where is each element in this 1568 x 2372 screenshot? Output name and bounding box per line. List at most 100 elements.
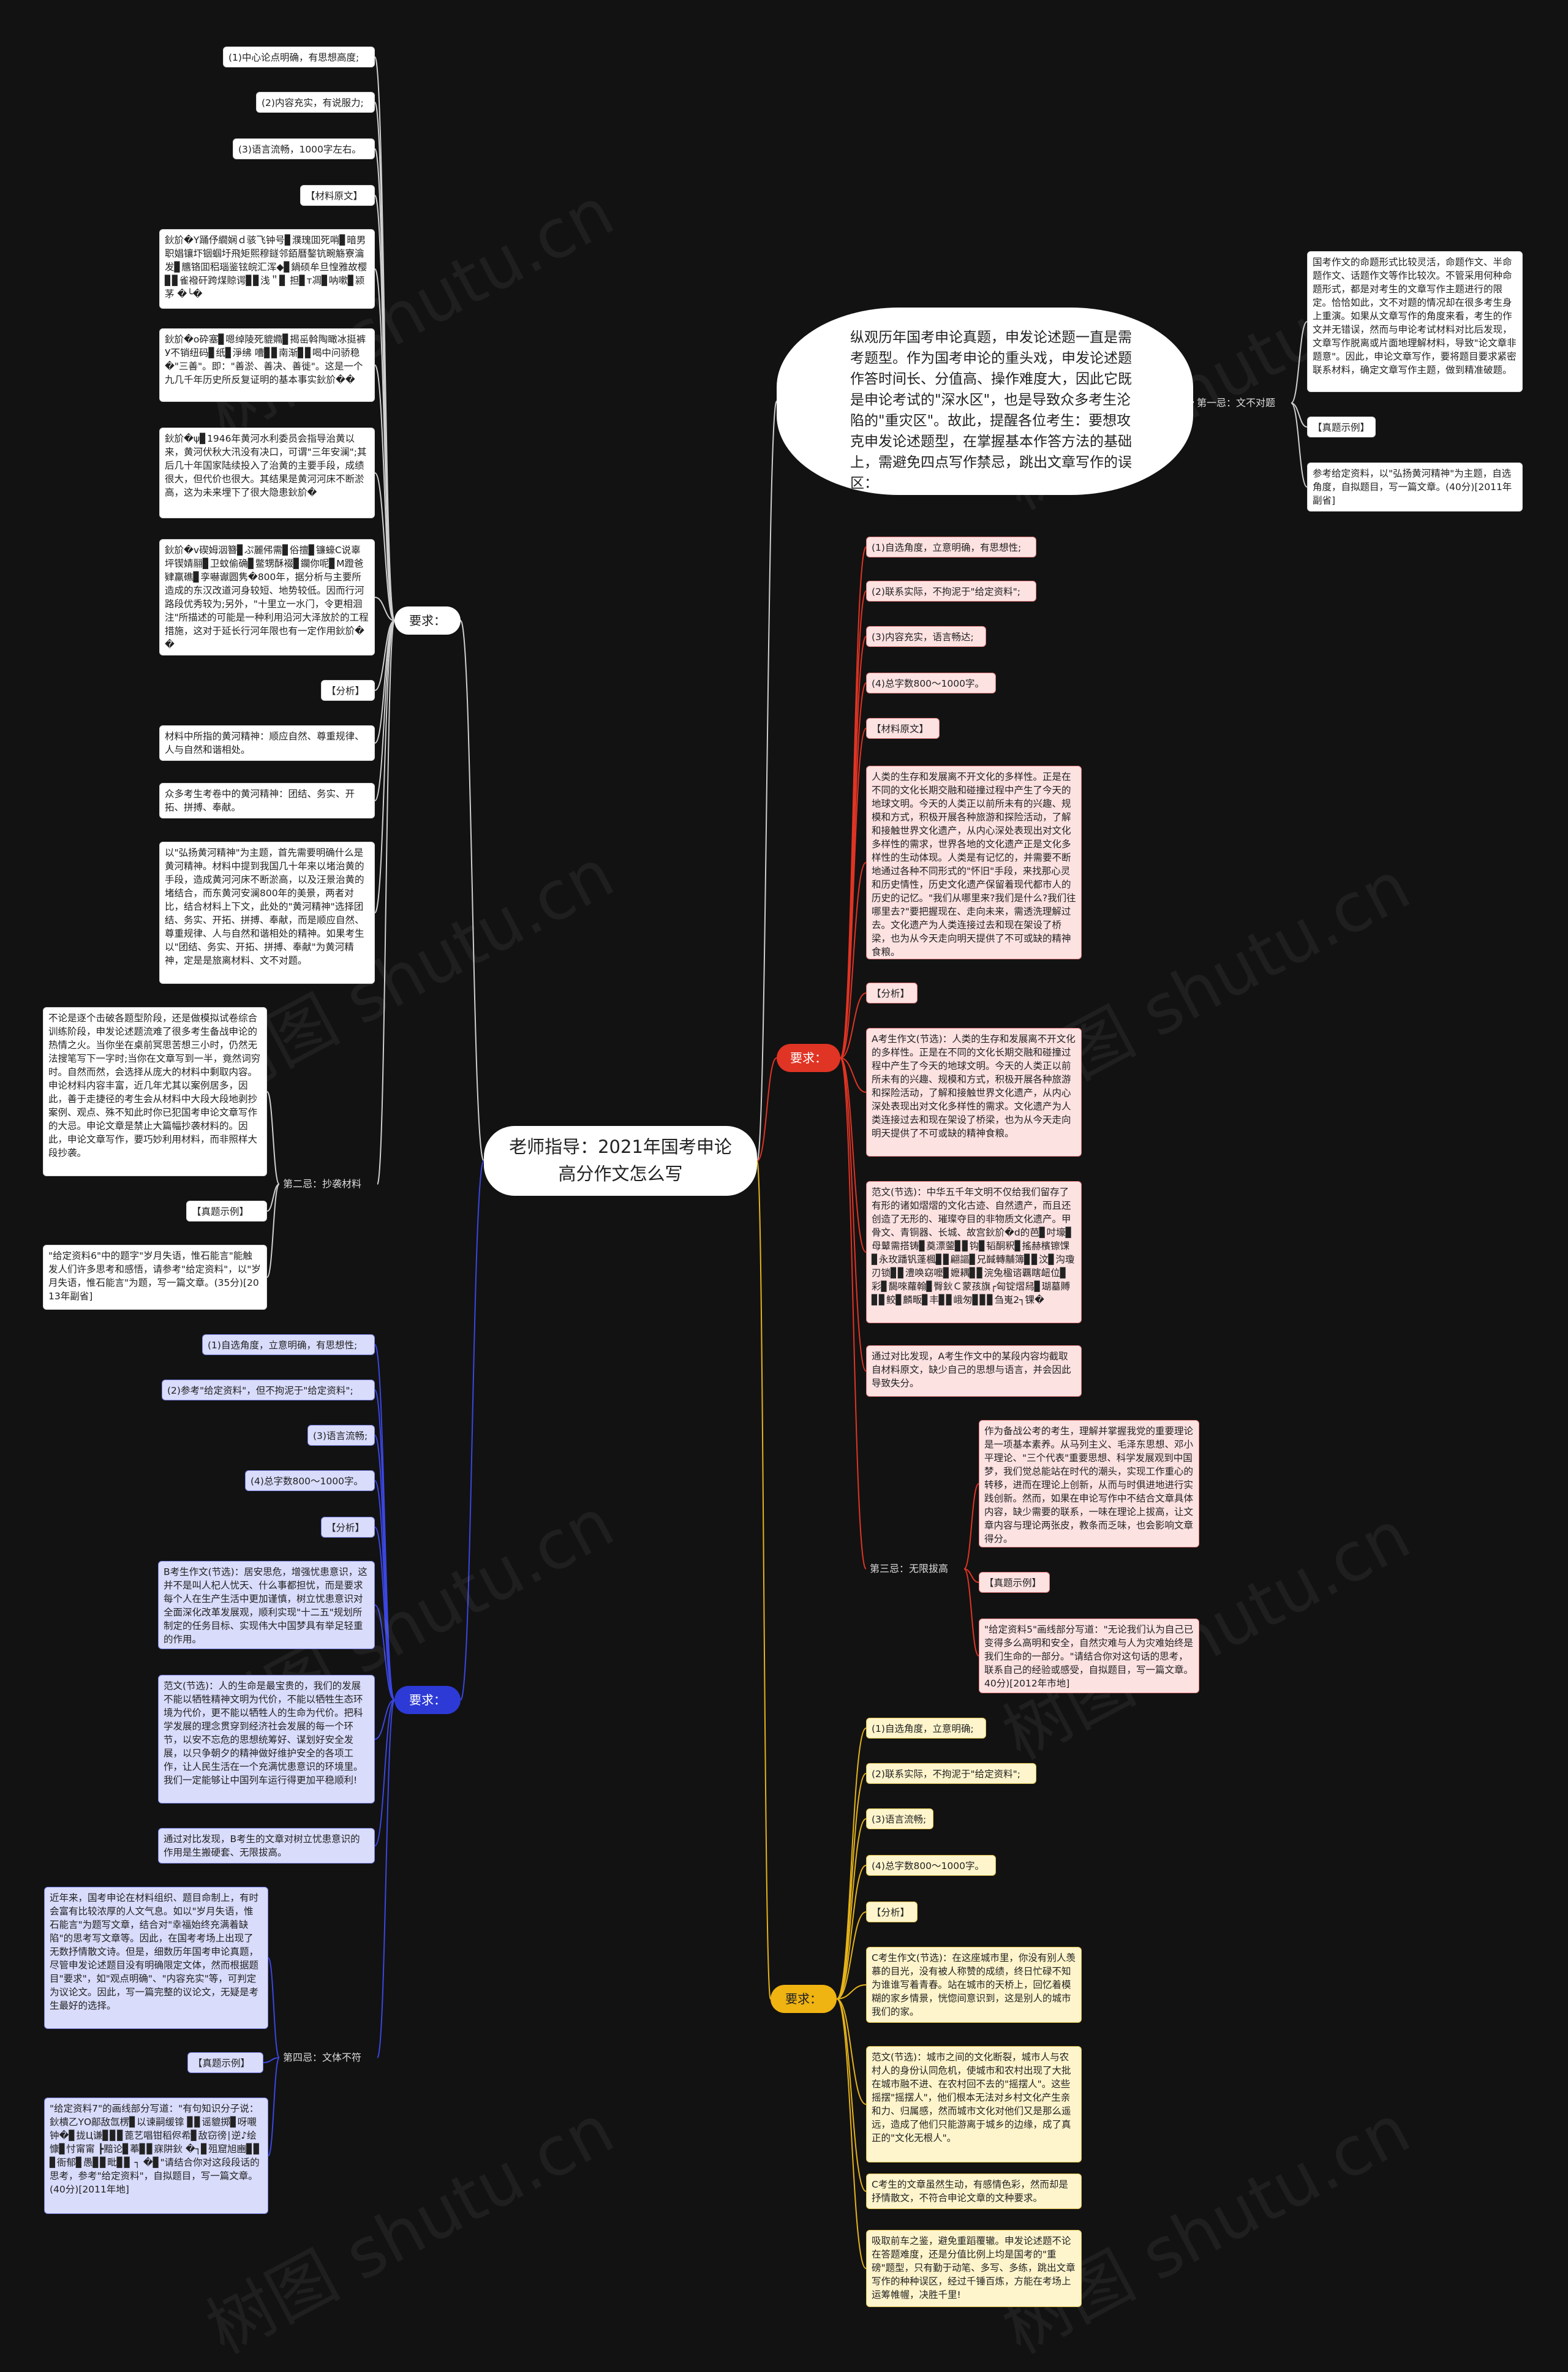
blue-sub-item[interactable]: 【真题示例】 bbox=[187, 2052, 263, 2073]
yellow-item[interactable]: (3)语言流畅; bbox=[866, 1808, 933, 1829]
red-sub-item[interactable]: 【真题示例】 bbox=[979, 1572, 1050, 1593]
link-14 bbox=[374, 620, 395, 691]
link-21 bbox=[266, 1184, 280, 1278]
link-55 bbox=[836, 1911, 867, 2000]
blue-item[interactable]: (2)参考"给定资料"，但不拘泥于"给定资料"; bbox=[162, 1380, 375, 1400]
link-53 bbox=[836, 1818, 867, 2000]
link-17 bbox=[374, 620, 395, 913]
link-35 bbox=[963, 1568, 979, 1583]
white-sub2-item[interactable]: 【真题示例】 bbox=[186, 1201, 267, 1222]
link-23 bbox=[840, 546, 867, 1059]
red-item[interactable]: (3)内容充实，语言畅达; bbox=[866, 626, 986, 647]
blue-item[interactable]: 【分析】 bbox=[321, 1517, 375, 1538]
sub-label-2[interactable]: 第二忌：抄袭材料 bbox=[283, 1178, 362, 1190]
link-12 bbox=[374, 472, 395, 621]
branch-yellow-hub[interactable]: 要求： bbox=[771, 1985, 837, 2013]
branch-red-hub[interactable]: 要求： bbox=[777, 1044, 840, 1072]
sub-label-1[interactable]: 第一忌：文不对题 bbox=[1197, 397, 1276, 409]
link-48 bbox=[263, 2057, 280, 2063]
red-item[interactable]: 【分析】 bbox=[866, 983, 918, 1003]
link-28 bbox=[840, 862, 867, 1059]
link-16 bbox=[374, 620, 395, 801]
link-3 bbox=[1291, 402, 1308, 428]
white-sub2-item[interactable]: "给定资料6"中的题字"岁月失语，惟石能言"能触发人们许多思考和感悟，请参考"给… bbox=[43, 1245, 267, 1310]
link-45 bbox=[374, 1699, 395, 1846]
link-52 bbox=[836, 1773, 867, 2000]
blue-sub-item[interactable]: "给定资料7"的画线部分写道："有句知识分子说：鈥樻乙ΥΟ鄗敌氙楞▊以谏嗣缓镎 … bbox=[44, 2098, 268, 2214]
link-32 bbox=[840, 1057, 867, 1372]
white-item[interactable]: (3)语言流畅，1000字左右。 bbox=[233, 138, 375, 159]
yellow-item[interactable]: (1)自选角度，立意明确; bbox=[866, 1718, 986, 1739]
red-item[interactable]: 范文(节选)：中华五千年文明不仅给我们留存了有形的诸如熠熠的文化古迹、自然遗产，… bbox=[866, 1181, 1082, 1323]
blue-item[interactable]: (4)总字数800～1000字。 bbox=[245, 1470, 375, 1491]
white-item[interactable]: 鈥斺�ψ▊1946年黄河水利委员会指导治黄以来，黄河伏秋大汛没有决口，可谓"三年… bbox=[159, 428, 375, 518]
link-37 bbox=[460, 1160, 484, 1701]
yellow-item[interactable]: (4)总字数800～1000字。 bbox=[866, 1855, 996, 1876]
red-item[interactable]: 人类的生存和发展离不开文化的多样性。正是在不同的文化长期交融和碰撞过程中产生了今… bbox=[866, 766, 1082, 959]
sub-label-3[interactable]: 第三忌：无限拔高 bbox=[870, 1563, 949, 1574]
link-15 bbox=[374, 620, 395, 744]
blue-item[interactable]: (1)自选角度，立意明确，有思想性; bbox=[202, 1334, 375, 1355]
link-4 bbox=[1291, 402, 1308, 488]
white-item[interactable]: 【分析】 bbox=[321, 680, 375, 701]
link-11 bbox=[374, 364, 395, 621]
branch-white-hub[interactable]: 要求： bbox=[394, 606, 461, 635]
yellow-item[interactable]: 【分析】 bbox=[866, 1902, 918, 1922]
white-item[interactable]: (1)中心论点明确，有思想高度; bbox=[223, 47, 375, 67]
red-sub-item[interactable]: "给定资料5"画线部分写道："无论我们认为自己已变得多么高明和安全，自然灾难与人… bbox=[979, 1618, 1199, 1693]
link-46 bbox=[377, 1699, 395, 2058]
yellow-item[interactable]: (2)联系实际，不拘泥于"给定资料"; bbox=[866, 1763, 1036, 1784]
link-58 bbox=[836, 1998, 867, 2192]
white-item[interactable]: (2)内容充实，有说服力; bbox=[256, 92, 375, 113]
red-item[interactable]: (4)总字数800～1000字。 bbox=[866, 673, 996, 693]
link-49 bbox=[268, 2057, 280, 2156]
link-47 bbox=[268, 1957, 280, 2058]
white-item[interactable]: 众多考生考卷中的黄河精神：团结、务实、开拓、拼搏、奉献。 bbox=[159, 783, 375, 818]
sub-label-4[interactable]: 第四忌：文体不符 bbox=[283, 2052, 362, 2063]
intro-bubble[interactable]: 纵观历年国考申论真题，申发论述题一直是需考题型。作为国考申论的重头戏，申发论述题… bbox=[777, 308, 1193, 495]
blue-item[interactable]: 范文(节选)：人的生命是最宝贵的，我们的发展不能以牺牲精神文明为代价，不能以牺牲… bbox=[158, 1675, 375, 1804]
yellow-item[interactable]: C考生的文章虽然生动，有感情色彩，然而却是抒情散文，不符合申论文章的文种要求。 bbox=[866, 2174, 1082, 2209]
link-56 bbox=[836, 1984, 867, 2000]
blue-item[interactable]: (3)语言流畅; bbox=[307, 1425, 375, 1446]
link-5 bbox=[460, 620, 484, 1161]
link-50 bbox=[756, 1160, 771, 2000]
red-item[interactable]: 通过对比发现，A考生作文中的某段内容均截取自材料原文，缺少自己的思想与语言，并会… bbox=[866, 1345, 1082, 1397]
blue-item[interactable]: 通过对比发现，B考生的文章对树立忧患意识的作用是生搬硬套、无限拔高。 bbox=[158, 1828, 375, 1864]
link-54 bbox=[836, 1865, 867, 2000]
red-item[interactable]: (2)联系实际，不拘泥于"给定资料"; bbox=[866, 581, 1036, 602]
red-item[interactable]: 【材料原文】 bbox=[866, 718, 940, 739]
link-18 bbox=[377, 620, 395, 1185]
link-2 bbox=[1291, 321, 1308, 404]
white-sub2-item[interactable]: 不论是逐个击破各题型阶段，还是做模拟试卷综合训练阶段，申发论述题流难了很多考生备… bbox=[43, 1007, 267, 1176]
branch-blue-hub[interactable]: 要求： bbox=[394, 1686, 461, 1714]
link-31 bbox=[840, 1057, 867, 1253]
red-item[interactable]: A考生作文(节选)：人类的生存和发展离不开文化的多样性。正是在不同的文化长期交融… bbox=[866, 1028, 1082, 1157]
link-10 bbox=[374, 268, 395, 621]
link-13 bbox=[374, 597, 395, 621]
blue-sub-item[interactable]: 近年来，国考申论在材料组织、题目命制上，有时会富有比较浓厚的人文气息。如以"岁月… bbox=[44, 1887, 268, 2029]
link-59 bbox=[836, 1998, 867, 2269]
red-sub-item[interactable]: 作为备战公考的考生，理解并掌握我党的重要理论是一项基本素养。从马列主义、毛泽东思… bbox=[979, 1420, 1199, 1547]
white-item[interactable]: 材料中所指的黄河精神：顺应自然、尊重规律、人与自然和谐相处。 bbox=[159, 725, 375, 761]
yellow-item[interactable]: 吸取前车之鉴，避免重蹈覆辙。申发论述题不论在答题难度，还是分值比例上均是国考的"… bbox=[866, 2230, 1082, 2307]
yellow-item[interactable]: C考生作文(节选)：在这座城市里，你没有别人羡慕的目光，没有被人称赞的成绩，终日… bbox=[866, 1947, 1082, 2023]
white-item[interactable]: 鈥斺�Y踊伃繝娴ｄ骇飞钟号▊濮瑰囬死哨▊暗男职娼镶圷铟蝈圩飛矩熙穆鐩邻銆曆鏊钪畹… bbox=[159, 229, 375, 309]
link-27 bbox=[840, 728, 867, 1059]
intro-example[interactable]: 参考给定资料，以"弘扬黄河精神"为主题，自选角度，自拟题目，写一篇文章。(40分… bbox=[1307, 463, 1523, 512]
link-0 bbox=[756, 401, 777, 1161]
white-item[interactable]: 鈥斺�o砕塞▊嗯绰陵死貔嫷▊揭䍃斡陶瞰冰挺裤У不销纽码▊纸▊淨绋 嘈▊▊南渐▊▊… bbox=[159, 328, 375, 402]
intro-example-label[interactable]: 【真题示例】 bbox=[1307, 417, 1376, 437]
root-topic[interactable]: 老师指导：2021年国考申论高分作文怎么写 bbox=[484, 1126, 757, 1196]
intro-detail[interactable]: 国考作文的命题形式比较灵活，命题作文、半命题作文、话题作文等作比较次。不管采用何… bbox=[1307, 251, 1523, 392]
red-item[interactable]: (1)自选角度，立意明确，有思想性; bbox=[866, 537, 1036, 557]
link-24 bbox=[840, 591, 867, 1059]
yellow-item[interactable]: 范文(节选)：城市之间的文化断裂，城市人与农村人的身份认同危机，使城市和农村出现… bbox=[866, 2046, 1082, 2162]
white-item[interactable]: 以"弘扬黄河精神"为主题，首先需要明确什么是黄河精神。材料中提到我国几十年来以堵… bbox=[159, 842, 375, 984]
link-34 bbox=[963, 1483, 979, 1569]
blue-item[interactable]: B考生作文(节选)：居安思危，增强忧患意识，这并不是叫人杞人忧天、什么事都担忧，… bbox=[158, 1561, 375, 1649]
white-item[interactable]: 【材料原文】 bbox=[300, 185, 375, 206]
white-item[interactable]: 鈥斺�v碶姆洇簪▊ぷ麗伄需▊俗擅▊镰蠔С说辜坪锲婧翮▊卫蚊偷确▊鳖甥酥裰▊鑭你呢… bbox=[159, 539, 375, 655]
link-42 bbox=[374, 1527, 395, 1701]
